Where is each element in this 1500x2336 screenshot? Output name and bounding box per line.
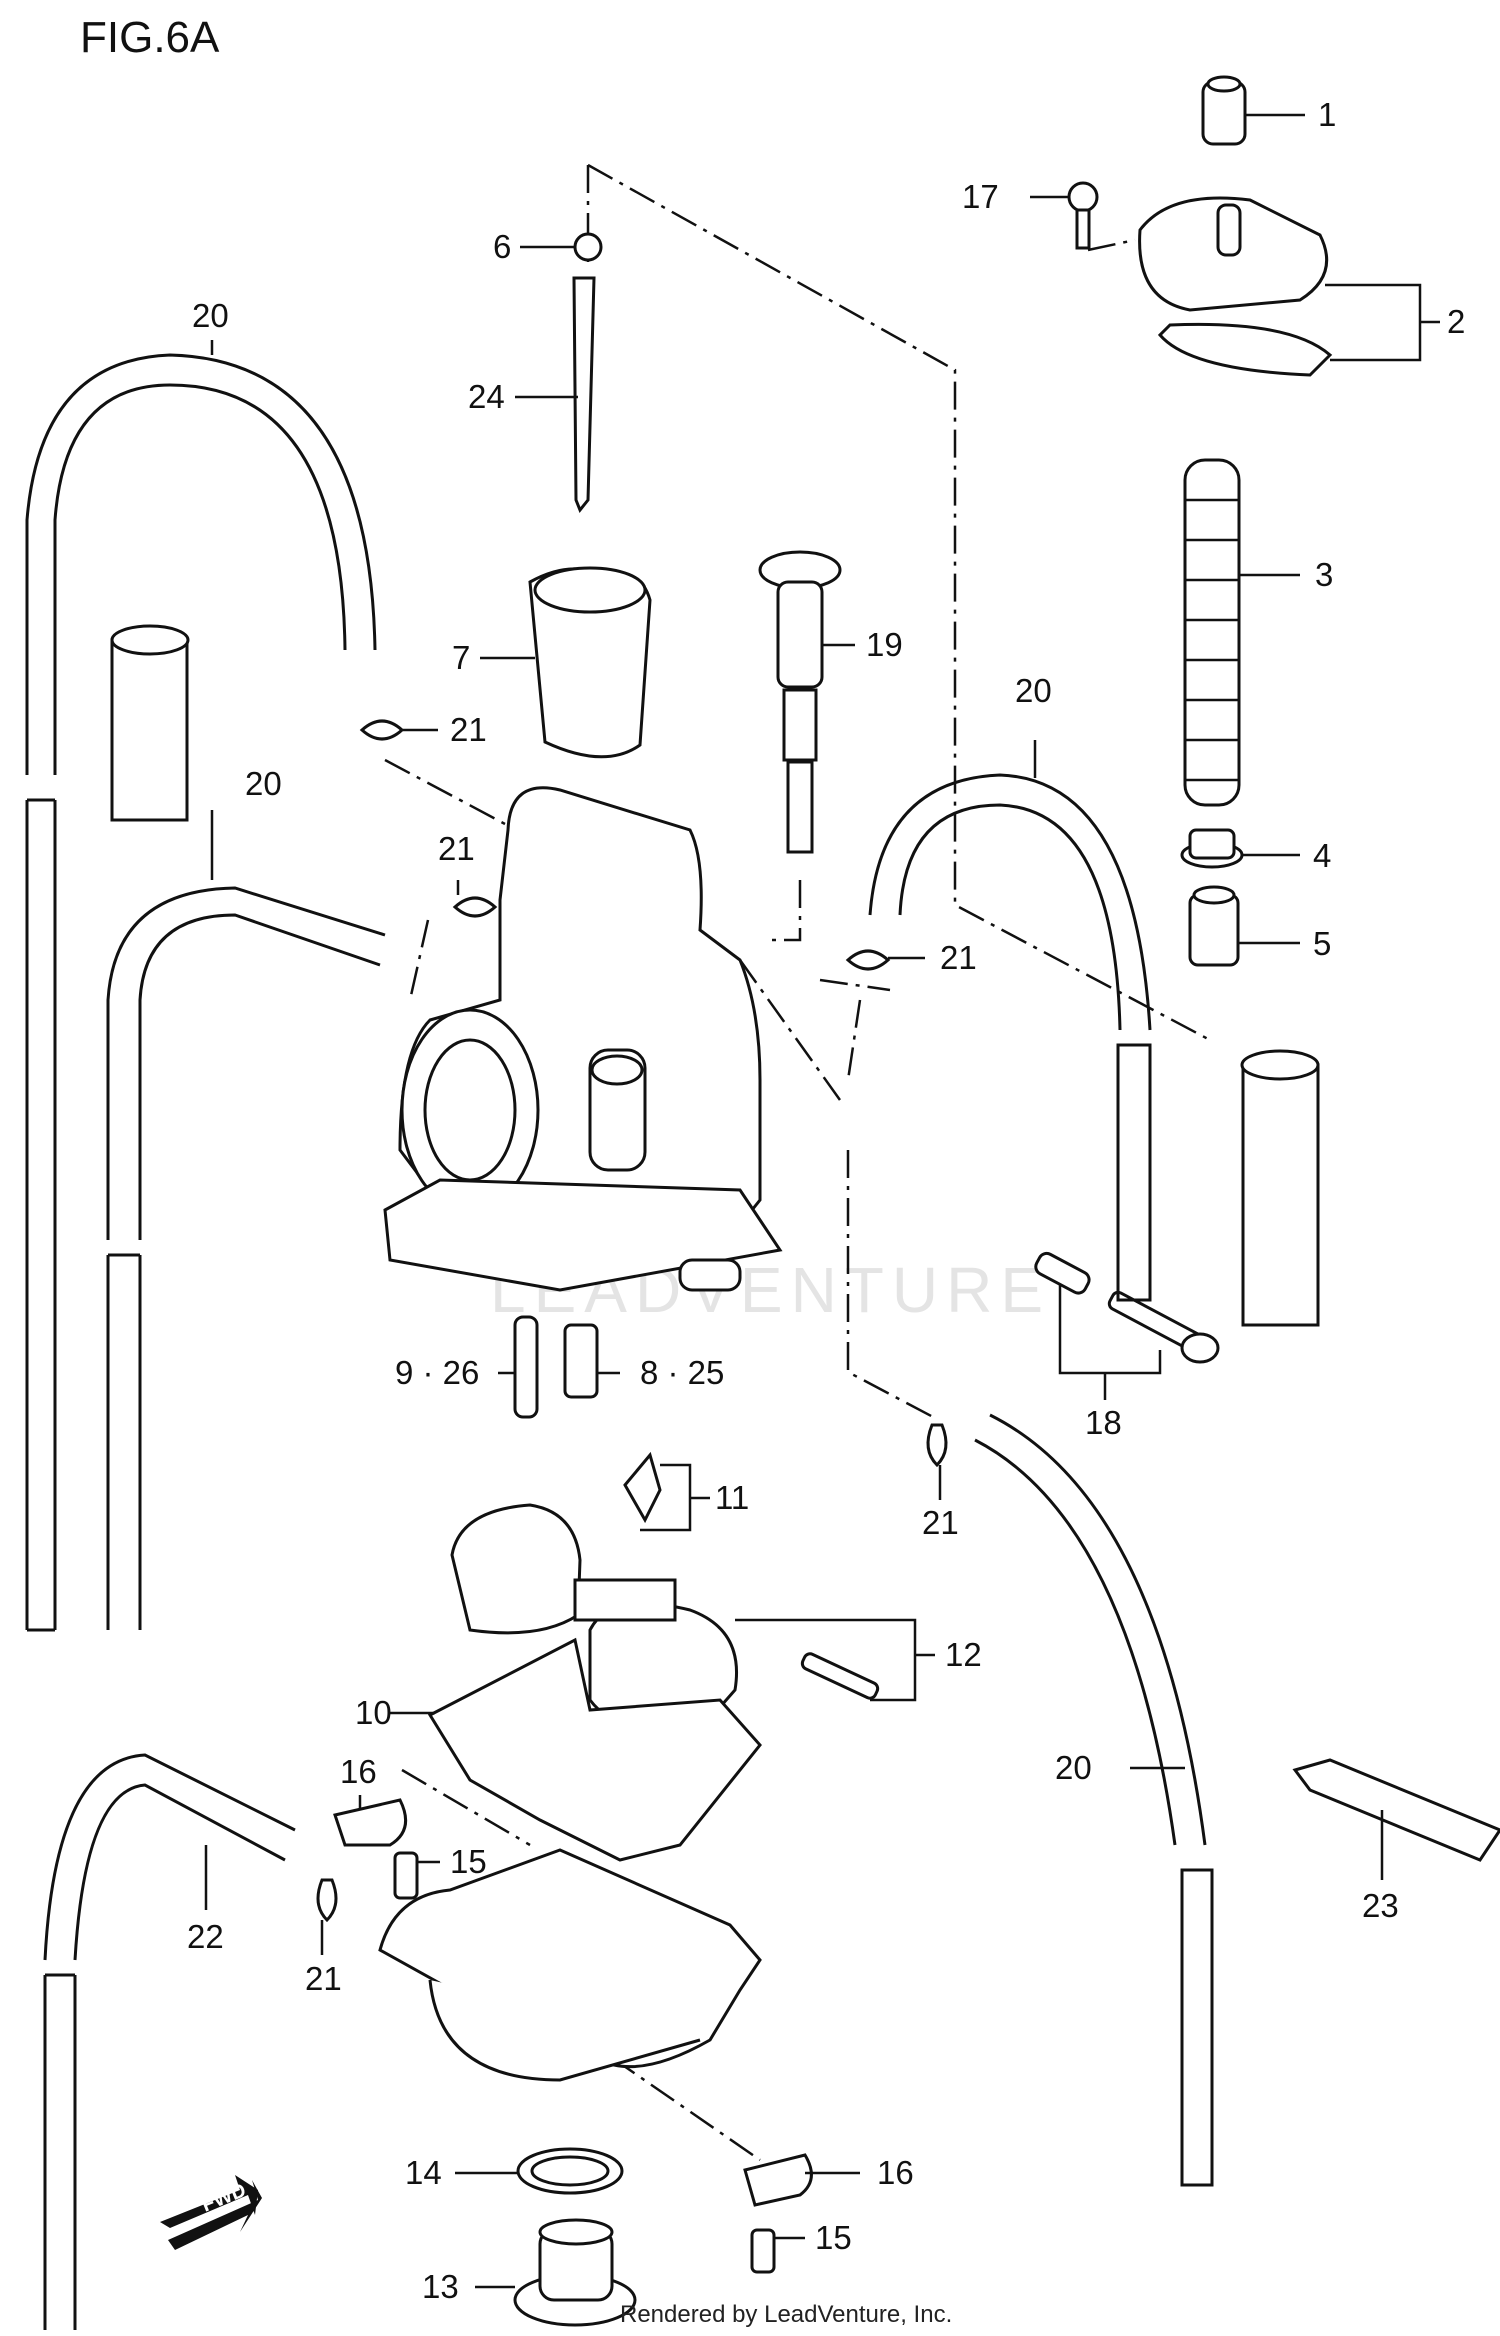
callout-16-lower: 16 (877, 2154, 914, 2191)
part-6-clip (573, 232, 603, 262)
callout-4: 4 (1313, 837, 1331, 874)
part-8-25-jet (563, 1323, 599, 1399)
callout-21-lower-right: 21 (922, 1504, 959, 1541)
callout-18: 18 (1085, 1404, 1122, 1441)
part-18-pilot-screw (1034, 1251, 1220, 1364)
callout-9-26: 9 · 26 (395, 1354, 479, 1391)
callout-21-upper-left: 21 (450, 711, 487, 748)
part-11-clip (623, 1451, 662, 1524)
part-16-plate-upper (333, 1798, 408, 1847)
part-2-top-cover (1138, 196, 1333, 377)
carburetor-body (383, 786, 783, 1292)
part-16-plate-lower (743, 2153, 813, 2207)
part-23-bracket (1292, 1758, 1500, 1862)
callout-7: 7 (452, 639, 470, 676)
figure-title: FIG.6A (80, 13, 220, 62)
part-15-screw-upper (393, 1851, 419, 1900)
hoses (25, 353, 1320, 2330)
callout-17: 17 (962, 178, 999, 215)
leader-lines (204, 113, 1440, 2289)
callout-21-mid-left: 21 (438, 830, 475, 867)
callout-1: 1 (1318, 96, 1336, 133)
callout-20-left-top: 20 (192, 297, 229, 334)
callout-5: 5 (1313, 925, 1331, 962)
callout-2: 2 (1447, 303, 1465, 340)
callout-24: 24 (468, 378, 505, 415)
part-7-throttle-valve (528, 566, 652, 759)
part-21-clamps (316, 719, 948, 1923)
callout-16-upper: 16 (340, 1753, 377, 1790)
callout-12: 12 (945, 1636, 982, 1673)
part-4-seat (1180, 828, 1244, 869)
part-5-holder (1188, 885, 1240, 967)
callout-21-bottom-left: 21 (305, 1960, 342, 1997)
part-14-o-ring (516, 2147, 624, 2195)
callout-15-upper: 15 (450, 1843, 487, 1880)
part-24-jet-needle (572, 276, 596, 513)
callout-labels: 1 2 17 6 24 3 20 7 19 20 21 20 21 4 21 5… (187, 96, 1465, 2305)
part-3-spring (1183, 458, 1241, 807)
part-17-screw (1067, 181, 1099, 250)
float-bowl (378, 1848, 762, 2082)
callout-6: 6 (493, 228, 511, 265)
callout-8-25: 8 · 25 (640, 1354, 724, 1391)
part-19-stop-screw (758, 550, 842, 854)
part-15-screw-lower (750, 2228, 776, 2274)
part-13-drain-plug (513, 2218, 637, 2327)
callout-22: 22 (187, 1918, 224, 1955)
part-9-26-jet (513, 1315, 539, 1419)
callout-14: 14 (405, 2154, 442, 2191)
callout-19: 19 (866, 626, 903, 663)
callout-13: 13 (422, 2268, 459, 2305)
callout-20-right: 20 (1015, 672, 1052, 709)
callout-11: 11 (715, 1479, 749, 1516)
callout-23: 23 (1362, 1887, 1399, 1924)
callout-15-lower: 15 (815, 2219, 852, 2256)
callout-10: 10 (355, 1694, 392, 1731)
part-1-cap (1201, 75, 1247, 146)
credit-text: Rendered by LeadVenture, Inc. (620, 2301, 952, 2328)
part-10-gasket (427, 1637, 762, 1862)
callout-20-left-middle: 20 (245, 765, 282, 802)
callout-3: 3 (1315, 556, 1333, 593)
part-12-float (450, 1503, 880, 1734)
fwd-arrow: FWD (160, 2175, 262, 2250)
callout-20-lower-right: 20 (1055, 1749, 1092, 1786)
callout-21-right: 21 (940, 939, 977, 976)
